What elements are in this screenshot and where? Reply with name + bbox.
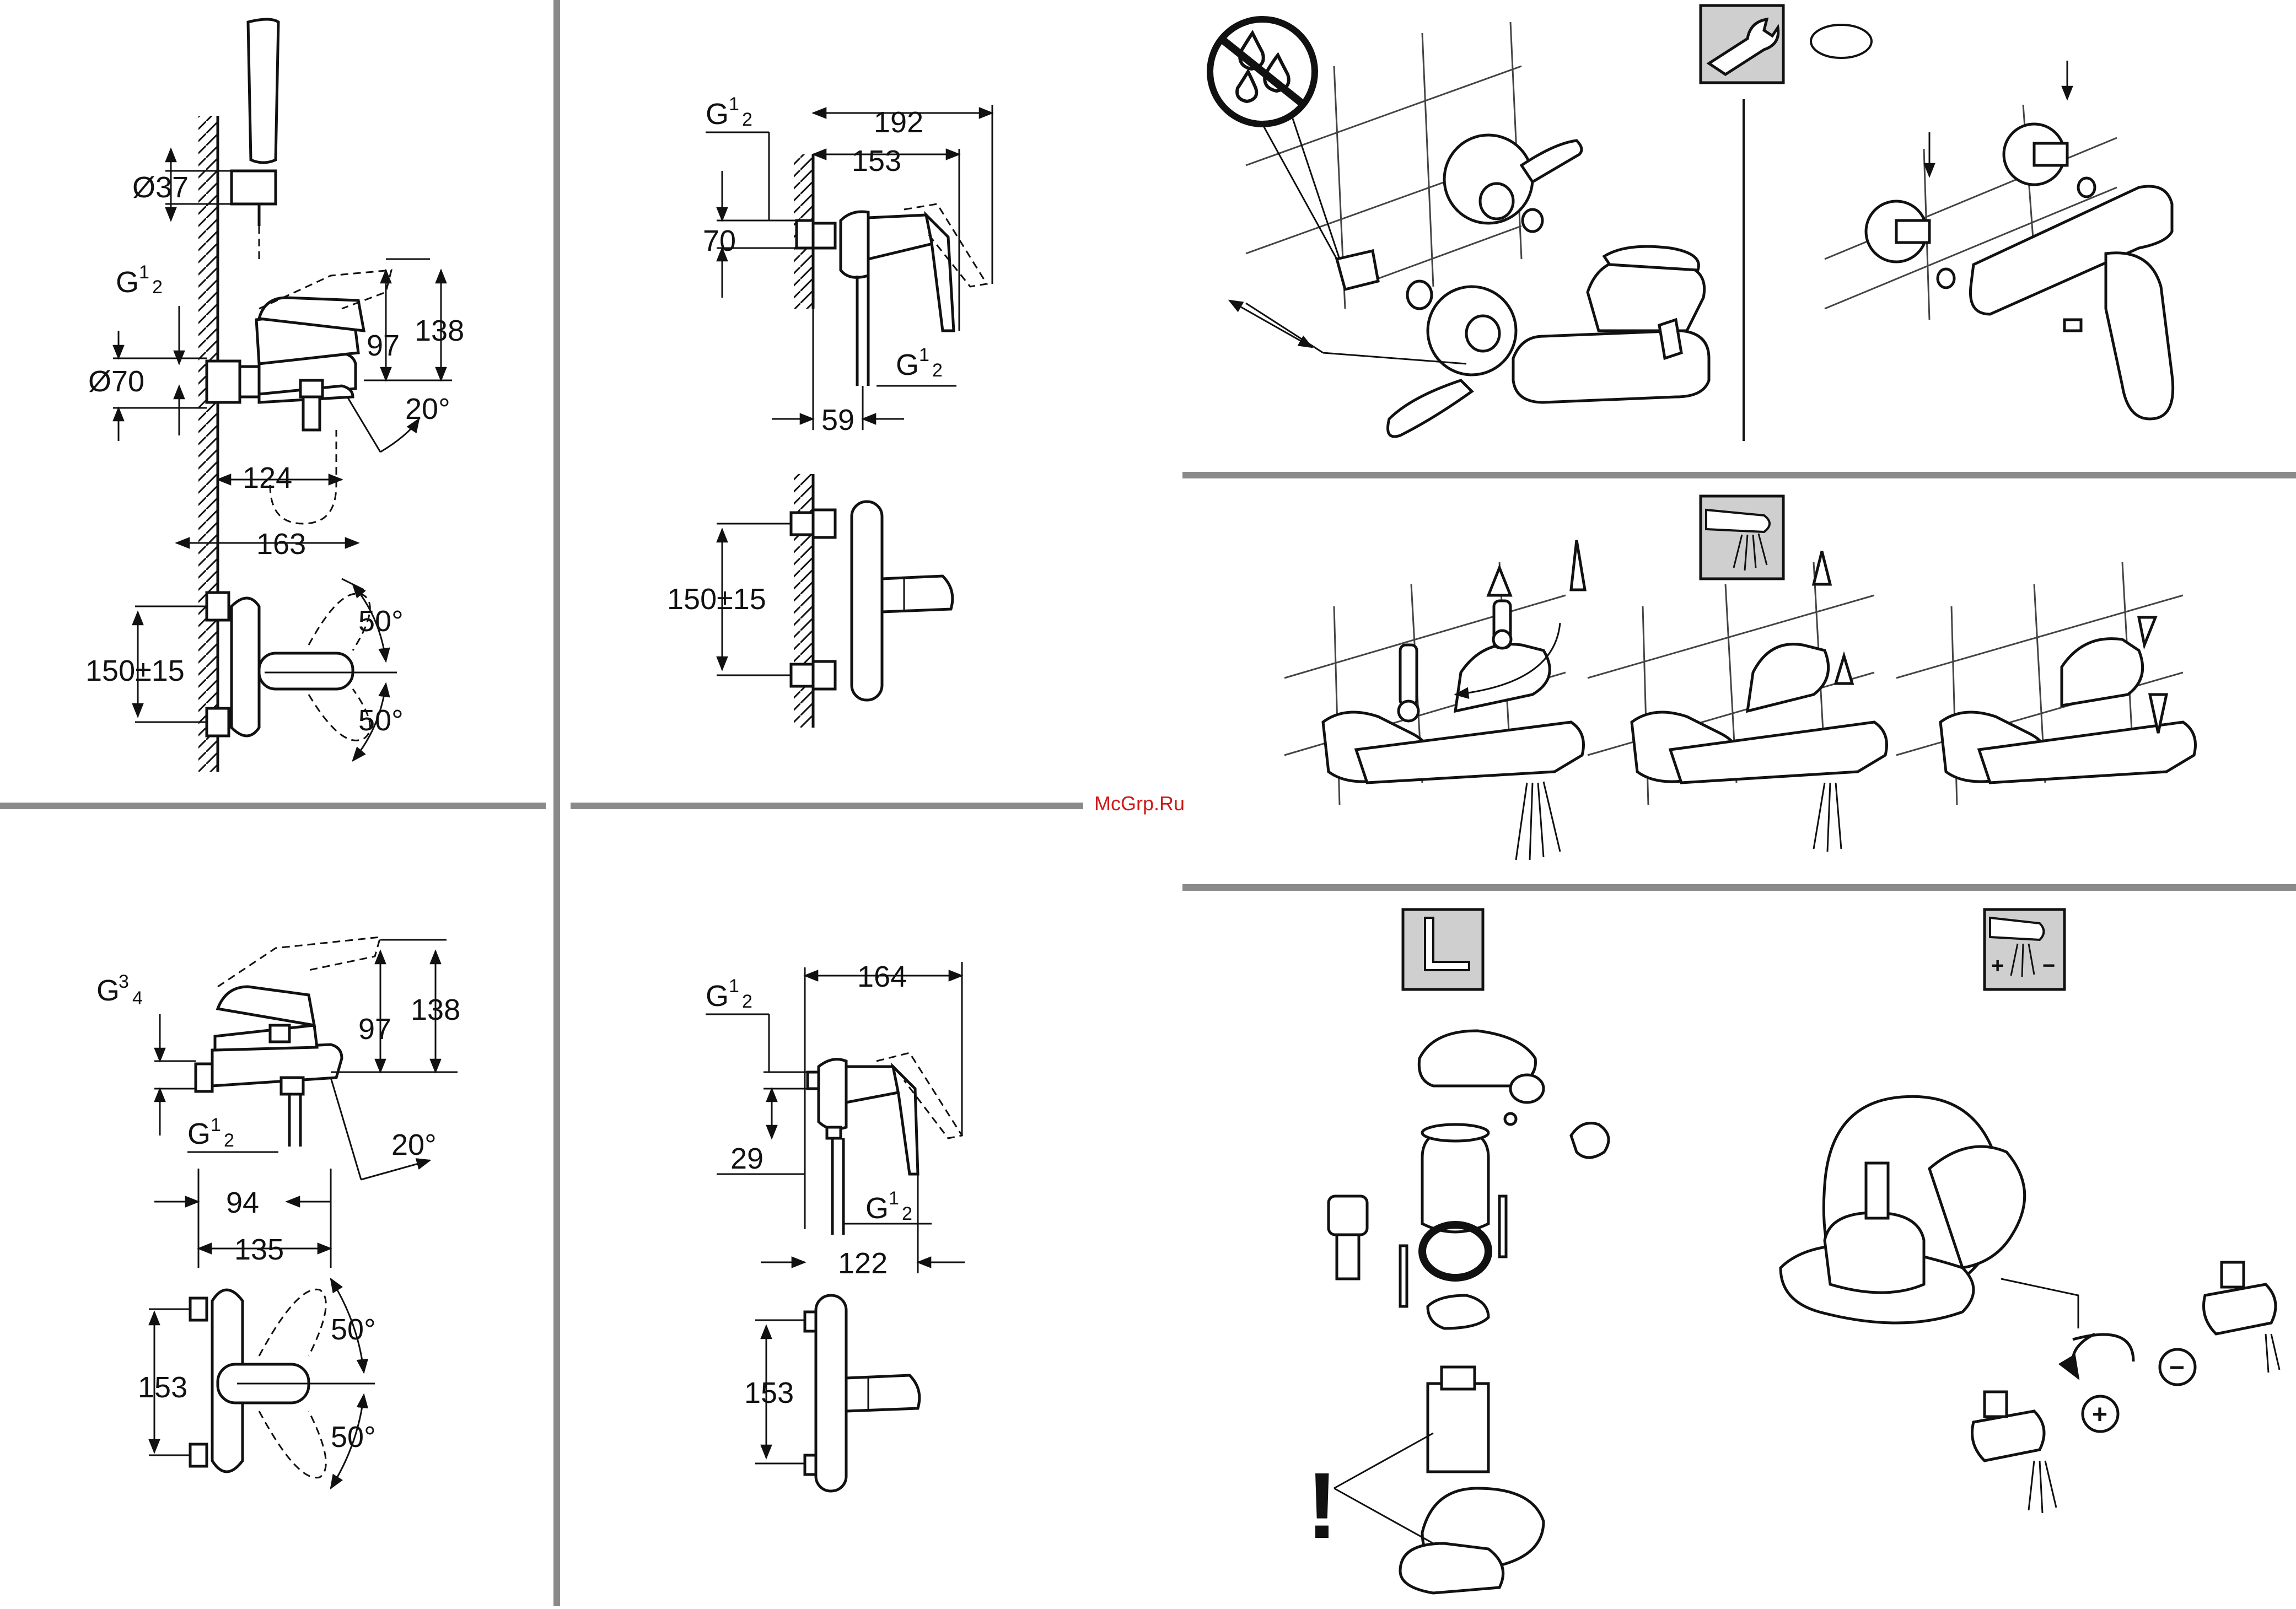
svg-text:2: 2 <box>152 277 163 298</box>
panel-f-install-concealed <box>1701 6 2173 419</box>
thread-label-g12: G <box>187 1117 211 1150</box>
spout-icon <box>1701 496 1783 579</box>
oval-badge <box>1811 25 1872 58</box>
svg-text:1: 1 <box>139 262 149 283</box>
no-water-icon <box>1210 19 1315 124</box>
svg-text:2: 2 <box>742 109 752 130</box>
thread-label-top: G <box>706 98 729 131</box>
minus-label: − <box>2169 1353 2185 1382</box>
warning-mark: ! <box>1306 1454 1338 1558</box>
svg-text:1: 1 <box>919 345 929 365</box>
dim-192: 192 <box>874 106 923 139</box>
hex-key-icon <box>1403 910 1483 989</box>
svg-text:4: 4 <box>132 988 143 1009</box>
panel-e-installation <box>1210 19 1709 437</box>
svg-text:1: 1 <box>729 94 739 115</box>
plus-label: + <box>2092 1400 2107 1429</box>
dim-29: 29 <box>730 1142 763 1175</box>
svg-text:2: 2 <box>224 1130 234 1151</box>
dim-122: 122 <box>838 1247 888 1280</box>
svg-text:1: 1 <box>889 1188 899 1209</box>
dim-153: 153 <box>138 1371 187 1404</box>
dim-50-deg-down: 50° <box>331 1420 376 1454</box>
dim-50-deg-up: 50° <box>358 605 404 638</box>
thread-label-top: G <box>706 980 729 1013</box>
dim-138: 138 <box>411 993 460 1026</box>
svg-text:3: 3 <box>119 971 129 992</box>
dim-97: 97 <box>358 1013 391 1046</box>
dim-50-deg-up: 50° <box>331 1313 376 1346</box>
dim-59: 59 <box>821 403 854 437</box>
svg-text:−: − <box>2042 954 2055 978</box>
dim-d37: Ø37 <box>132 171 189 204</box>
dim-20-deg: 20° <box>405 392 450 426</box>
panel-i-flow-adjustment: + − − + <box>1781 910 2279 1513</box>
thread-label-g34: G <box>96 974 120 1007</box>
dim-94: 94 <box>226 1186 259 1219</box>
dim-150-15: 150±15 <box>667 583 766 616</box>
svg-text:1: 1 <box>729 976 739 997</box>
thread-label: G <box>116 266 139 299</box>
dim-153: 153 <box>744 1376 794 1409</box>
panel-d-shower-mixer-dimensions: G 1 2 164 29 G 1 2 122 153 <box>706 960 965 1491</box>
svg-text:+: + <box>1991 954 2004 978</box>
panel-c-shower-mixer-dimensions: G 1 2 192 153 70 G 1 2 59 <box>667 94 992 728</box>
dim-d70: Ø70 <box>88 365 144 398</box>
dim-20-deg: 20° <box>391 1128 437 1161</box>
dim-97: 97 <box>367 329 400 362</box>
panel-b-bath-mixer-g34-dimensions: G 3 4 G 1 2 97 138 20° 94 135 <box>96 937 460 1488</box>
dim-150-15: 150±15 <box>85 654 185 687</box>
dim-163: 163 <box>256 528 306 561</box>
svg-text:2: 2 <box>932 360 943 381</box>
dim-50-deg-down: 50° <box>358 704 404 737</box>
dim-138: 138 <box>415 314 464 347</box>
dim-164: 164 <box>857 960 907 993</box>
dim-124: 124 <box>243 461 292 494</box>
thread-label-bottom: G <box>896 348 919 381</box>
wrench-icon <box>1701 6 1783 83</box>
panel-a-bath-mixer-dimensions: Ø37 G 1 2 Ø70 97 138 20° <box>85 19 464 772</box>
svg-text:2: 2 <box>742 991 752 1012</box>
dim-135: 135 <box>234 1233 284 1266</box>
flow-adjust-icon: + − <box>1985 910 2064 989</box>
dim-70: 70 <box>703 224 736 257</box>
watermark: McGrp.Ru <box>1094 792 1185 815</box>
svg-text:1: 1 <box>211 1115 221 1136</box>
dim-153: 153 <box>852 144 901 177</box>
svg-text:2: 2 <box>902 1203 912 1224</box>
panel-h-cartridge-replacement: ! <box>1306 910 1609 1593</box>
panel-g-operation <box>1284 496 2196 860</box>
thread-label-bottom: G <box>865 1192 889 1225</box>
